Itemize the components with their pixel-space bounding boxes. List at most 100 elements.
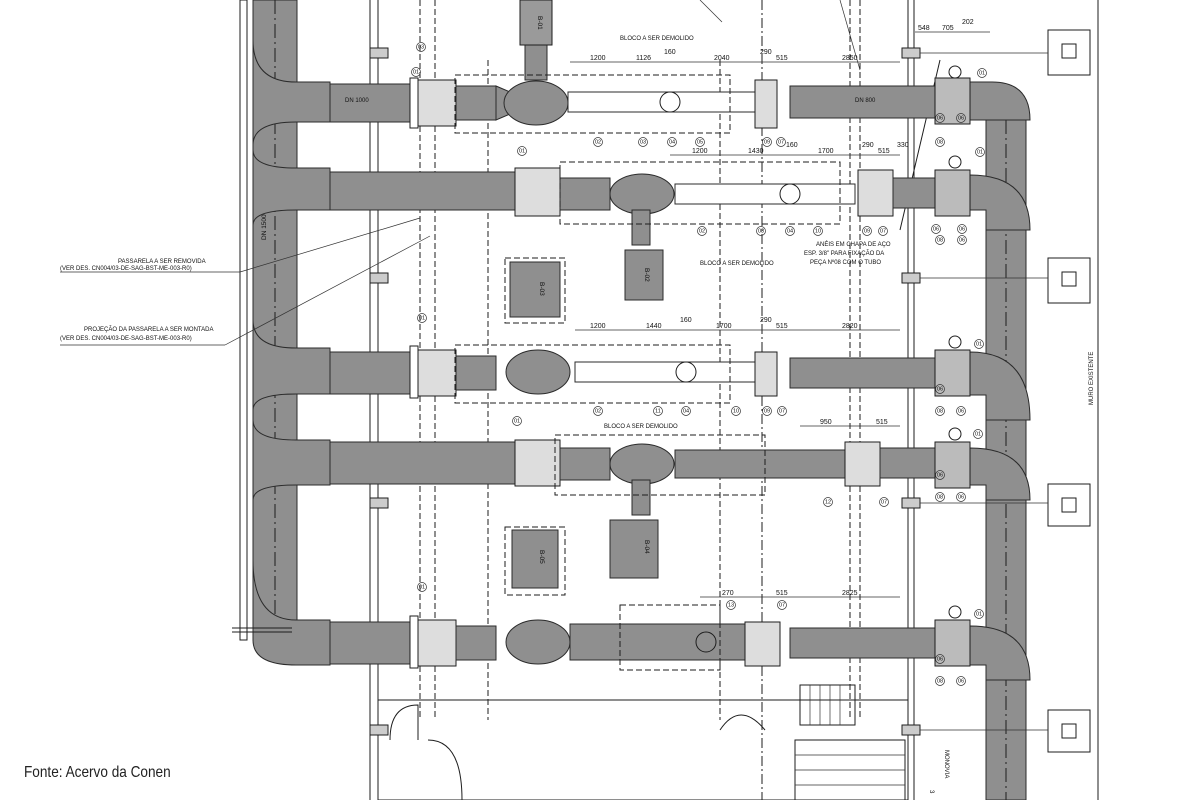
pipeline-row-5 [329,529,971,669]
label-aneis-3: PEÇA Nº08 COM O TUBO [810,259,881,266]
svg-text:08: 08 [937,408,943,414]
svg-text:06: 06 [933,226,939,232]
pipeline-row-1 [329,0,971,129]
svg-text:1126: 1126 [636,55,651,62]
svg-text:04: 04 [669,139,675,145]
svg-text:515: 515 [878,148,890,155]
svg-text:160: 160 [664,49,676,56]
machine-b02: B-02 [643,268,650,282]
svg-text:270: 270 [722,590,734,597]
label-bloco-low: BLOCO A SER DEMOLIDO [604,424,678,430]
svg-text:01: 01 [976,341,982,347]
svg-text:04: 04 [683,408,689,414]
svg-text:06: 06 [937,656,943,662]
label-passarela-mont-2: (VER DES. CN004/03-DE-SAG-BST-ME-003-R0) [60,336,192,342]
svg-text:01: 01 [976,611,982,617]
svg-text:12: 12 [825,499,831,505]
svg-text:1200: 1200 [692,148,708,155]
machine-b04: B-04 [643,540,650,554]
svg-text:04: 04 [787,228,793,234]
left-manifold [239,0,331,666]
svg-text:950: 950 [820,419,832,426]
svg-text:2040: 2040 [714,55,730,62]
pipeline-row-3 [329,261,971,399]
dimension-lines [570,31,990,598]
svg-text:06: 06 [959,226,965,232]
svg-text:1200: 1200 [590,323,606,330]
svg-text:07: 07 [881,499,887,505]
label-dn800: DN 800 [855,98,876,104]
svg-text:05: 05 [697,139,703,145]
label-dn1000: DN 1000 [345,98,369,104]
dims-row-4: 950 515 [820,419,888,426]
label-aneis-1: ANÉIS EM CHAPA DE AÇO [816,241,891,248]
label-muro: MURO EXISTENTE [1089,352,1095,405]
svg-text:03: 03 [640,139,646,145]
svg-text:1700: 1700 [818,148,834,155]
machine-b05: B-05 [538,550,545,564]
right-manifold [969,81,1031,800]
svg-text:02: 02 [699,228,705,234]
svg-text:08: 08 [937,494,943,500]
svg-text:08: 08 [937,139,943,145]
svg-text:06: 06 [959,237,965,243]
svg-text:06: 06 [958,408,964,414]
svg-text:2850: 2850 [842,55,858,62]
svg-text:03: 03 [418,44,424,50]
svg-text:01: 01 [419,584,425,590]
svg-text:01: 01 [975,431,981,437]
label-monovia: MONOVIA [943,750,949,778]
svg-text:515: 515 [776,590,788,597]
svg-text:705: 705 [942,25,954,32]
svg-text:06: 06 [958,494,964,500]
svg-text:2820: 2820 [842,323,858,330]
svg-text:11: 11 [655,408,661,414]
dims-row-5: 270 515 2825 [722,590,858,597]
svg-text:02: 02 [595,408,601,414]
svg-text:01: 01 [514,418,520,424]
svg-text:08: 08 [937,237,943,243]
svg-text:290: 290 [760,49,772,56]
svg-text:06: 06 [937,115,943,121]
svg-text:01: 01 [419,315,425,321]
svg-text:01: 01 [519,148,525,154]
svg-text:01: 01 [977,149,983,155]
svg-text:02: 02 [595,139,601,145]
label-passarela-rem-2: (VER DES. CN004/03-DE-SAG-BST-ME-003-R0) [60,266,192,272]
svg-text:160: 160 [680,317,692,324]
svg-text:06: 06 [937,386,943,392]
demolition-outlines [454,74,841,671]
svg-text:01: 01 [979,70,985,76]
svg-text:290: 290 [862,142,874,149]
svg-text:07: 07 [880,228,886,234]
svg-text:13: 13 [728,602,734,608]
svg-text:06: 06 [958,115,964,121]
dims-row-1: 1200 1126 160 2040 290 515 2850 548 705 … [590,19,974,62]
label-passarela-mont-1: PROJEÇÃO DA PASSARELA A SER MONTADA [84,326,213,333]
svg-text:09: 09 [764,139,770,145]
svg-text:10: 10 [733,408,739,414]
svg-text:1700: 1700 [716,323,732,330]
reference-bubbles: 03 01 02 03 04 05 09 07 06 08 06 01 01 0… [411,42,987,686]
svg-text:160: 160 [786,142,798,149]
svg-text:06: 06 [958,678,964,684]
anchor-boxes [232,29,1091,753]
machine-b01: B-01 [536,16,543,30]
svg-text:07: 07 [779,602,785,608]
svg-text:10: 10 [815,228,821,234]
label-aneis-2: ESP. 3/8" PARA FIXAÇÃO DA [804,250,884,257]
svg-text:01: 01 [413,69,419,75]
svg-text:07: 07 [779,408,785,414]
pipeline-row-4 [329,427,971,579]
dims-row-2: 1200 1430 160 1700 290 515 330 [692,142,909,155]
svg-text:09: 09 [764,408,770,414]
label-bloco-top: BLOCO A SER DEMOLIDO [620,36,694,42]
svg-text:548: 548 [918,25,930,32]
svg-text:06: 06 [937,472,943,478]
svg-text:202: 202 [962,19,974,26]
svg-text:09: 09 [864,228,870,234]
label-monovia-n: 3 [928,790,934,794]
leader-lines [60,0,861,346]
